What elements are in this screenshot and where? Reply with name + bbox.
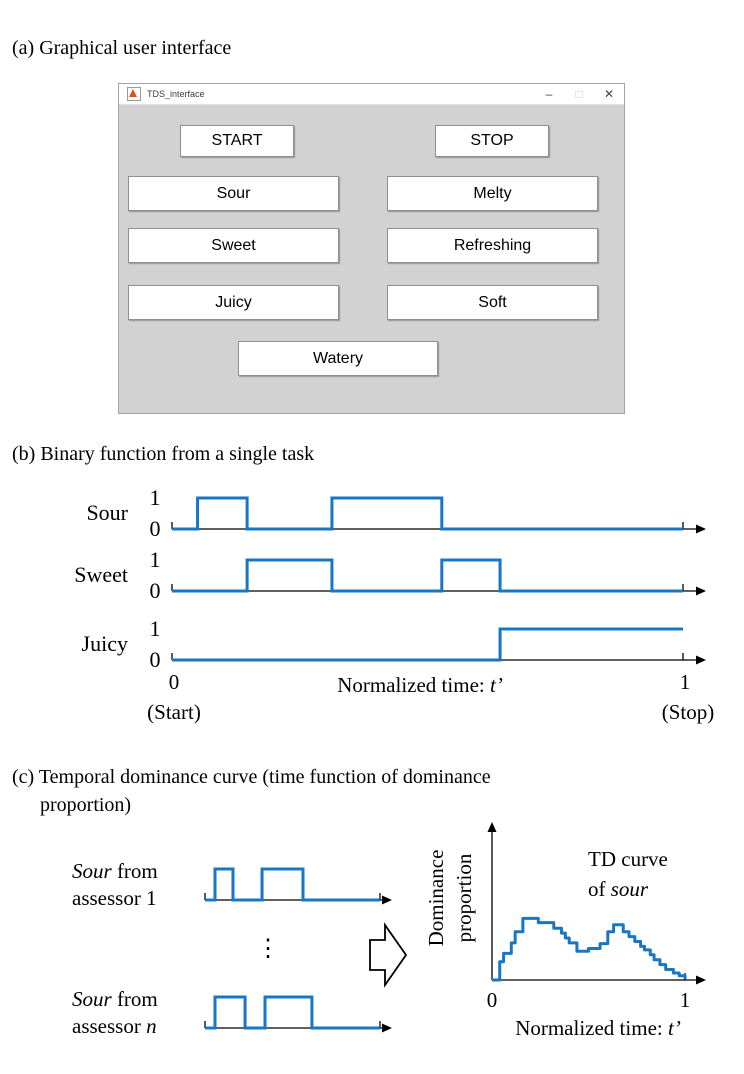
x-axis-title-b: Normalized time: t’ xyxy=(337,673,503,698)
attribute-button-refreshing[interactable]: Refreshing xyxy=(387,228,598,263)
axis-arrowhead xyxy=(696,524,706,534)
attribute-button-juicy[interactable]: Juicy xyxy=(128,285,339,320)
assessor-n-variable: n xyxy=(146,1014,157,1038)
row-label-sweet: Sweet xyxy=(74,562,128,587)
td-x-axis-title: Normalized time: t’ xyxy=(515,1016,681,1041)
assessor-1-word: assessor xyxy=(72,886,147,910)
assessor-n-attribute: Sour xyxy=(72,987,112,1011)
sour-binary-curve xyxy=(172,496,683,531)
axis-arrowhead xyxy=(382,895,392,905)
panel-c-caption-line1: (c) Temporal dominance curve (time funct… xyxy=(12,766,491,788)
y-tick-1-juicy: 1 xyxy=(149,616,161,641)
assessor-1-attribute: Sour xyxy=(72,859,112,883)
panel-c-caption-line2: proportion) xyxy=(40,794,132,816)
matlab-app-icon xyxy=(127,87,141,101)
td-curve-annotation: TD curve of sour xyxy=(588,844,668,904)
td-x-axis-title-variable: t’ xyxy=(667,1016,681,1040)
td-annotation-attribute: sour xyxy=(610,877,649,901)
axis-arrowhead xyxy=(382,1023,392,1033)
assessor-n-binary-curve xyxy=(205,995,380,1030)
y-tick-0-sweet: 0 xyxy=(149,578,161,603)
y-tick-0-juicy: 0 xyxy=(149,647,161,672)
close-button[interactable]: ✕ xyxy=(603,87,615,101)
x-tick-stop-note: (Stop) xyxy=(661,700,715,724)
window-title: TDS_interface xyxy=(147,89,205,99)
start-button[interactable]: START xyxy=(180,125,294,157)
assessor-1-suffix: from xyxy=(111,859,158,883)
sweet-binary-curve xyxy=(172,558,683,593)
axis-arrowhead xyxy=(487,822,497,832)
panel-b-caption: (b) Binary function from a single task xyxy=(12,443,315,465)
attribute-button-sour[interactable]: Sour xyxy=(128,176,339,211)
stop-button[interactable]: STOP xyxy=(435,125,549,157)
assessor-n-suffix: from xyxy=(111,987,158,1011)
assessor-n-word: assessor xyxy=(72,1014,147,1038)
x-axis-title-variable: t’ xyxy=(489,673,503,697)
td-x-tick-0: 0 xyxy=(486,988,498,1012)
axis-arrowhead xyxy=(696,586,706,596)
td-annotation-line1: TD curve xyxy=(588,847,668,871)
y-tick-1-sour: 1 xyxy=(149,485,161,510)
attribute-button-sweet[interactable]: Sweet xyxy=(128,228,339,263)
x-axis-title-text: Normalized time: xyxy=(337,673,490,697)
axis-arrowhead xyxy=(696,655,706,665)
juicy-binary-curve xyxy=(172,627,683,662)
td-annotation-of: of xyxy=(588,877,611,901)
td-y-axis-label-line2: proportion xyxy=(452,853,476,943)
td-x-axis-title-text: Normalized time: xyxy=(515,1016,668,1040)
row-label-sour: Sour xyxy=(86,500,128,525)
panel-a-caption: (a) Graphical user interface xyxy=(12,37,232,59)
assessor-1-number: 1 xyxy=(146,886,157,910)
axis-arrowhead xyxy=(696,975,706,985)
x-tick-1: 1 xyxy=(679,670,691,694)
row-label-juicy: Juicy xyxy=(81,631,128,656)
assessor-1-binary-curve xyxy=(205,867,380,902)
td-y-axis-label: Dominance proportion xyxy=(422,798,482,998)
vertical-ellipsis: ⋮ xyxy=(256,936,280,962)
minimize-button[interactable]: – xyxy=(545,87,553,101)
maximize-button[interactable]: □ xyxy=(575,87,583,101)
window-titlebar[interactable]: TDS_interface – □ ✕ xyxy=(119,84,624,105)
td-y-axis-label-line1: Dominance xyxy=(424,849,448,947)
attribute-button-melty[interactable]: Melty xyxy=(387,176,598,211)
tds-interface-window: TDS_interface – □ ✕ START STOP Sour Melt… xyxy=(118,83,625,414)
x-tick-0: 0 xyxy=(168,670,180,694)
td-curve-plot xyxy=(204,822,706,1033)
aggregate-block-arrow xyxy=(369,922,408,988)
td-x-tick-1: 1 xyxy=(679,988,691,1012)
attribute-button-soft[interactable]: Soft xyxy=(387,285,598,320)
assessor-1-label: Sour from assessor 1 xyxy=(72,858,158,912)
binary-functions-plot xyxy=(171,496,706,665)
td-curve-of-sour xyxy=(492,916,687,982)
y-tick-0-sour: 0 xyxy=(149,516,161,541)
assessor-n-label: Sour from assessor n xyxy=(72,986,158,1040)
y-tick-1-sweet: 1 xyxy=(149,547,161,572)
x-tick-start-note: (Start) xyxy=(147,700,201,724)
attribute-button-watery[interactable]: Watery xyxy=(238,341,438,376)
